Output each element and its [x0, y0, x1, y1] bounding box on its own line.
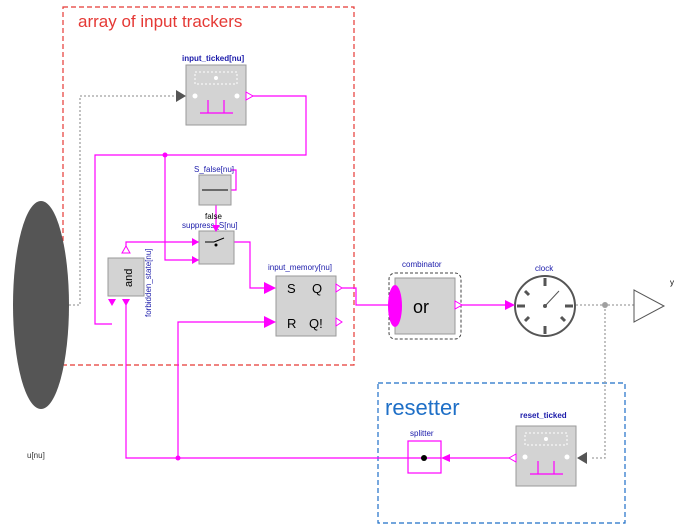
input-ticked-in-arrow — [176, 90, 186, 102]
input-ticked-block[interactable]: input_ticked[nu] — [176, 54, 255, 126]
input-memory-q-arrow — [335, 283, 343, 293]
resetter-title: resetter — [385, 395, 460, 420]
s-false-value: false — [205, 212, 222, 221]
forbidden-state-box — [107, 257, 145, 297]
reset-ticked-port-in — [564, 454, 570, 460]
s-false-block[interactable]: S_false[nu] false — [194, 165, 234, 221]
output-port-label: y — [670, 278, 674, 287]
input-memory-block[interactable]: input_memory[nu] S Q R Q! — [264, 263, 343, 337]
forbidden-state-label: forbidden_state[nu] — [144, 249, 153, 318]
clock-label: clock — [535, 264, 554, 273]
reset-ticked-port-out — [522, 454, 528, 460]
input-memory-port-s: S — [287, 281, 296, 296]
junction-bottom — [175, 455, 181, 461]
reset-ticked-center-dot — [544, 437, 548, 441]
reset-ticked-dotted-frame — [524, 432, 568, 446]
combinator-in-port — [388, 285, 402, 327]
forbidden-state-out-arrow — [121, 244, 131, 254]
input-port-label: u[nu] — [27, 451, 45, 460]
output-junction — [602, 302, 608, 308]
reset-ticked-pulse-icon — [530, 461, 563, 475]
output-port-y[interactable]: y — [633, 278, 674, 323]
suppress-s-switch-pivot — [214, 243, 218, 247]
suppress-s-in-arrow — [192, 238, 199, 246]
splitter-in-arrow — [441, 454, 450, 462]
input-memory-s-arrow — [264, 282, 276, 294]
reset-ticked-label: reset_ticked — [520, 411, 567, 420]
suppress-s-label: suppress_S[nu] — [182, 221, 238, 230]
clock-in-arrow — [505, 300, 515, 310]
input-ticked-pulse-icon — [200, 100, 233, 114]
combinator-out-arrow — [454, 300, 464, 310]
suppress-s-box — [198, 230, 235, 265]
clock-tick-7 — [523, 315, 531, 323]
reset-ticked-block[interactable]: reset_ticked — [507, 411, 587, 487]
combinator-box — [394, 277, 456, 335]
input-memory-qbar-arrow — [335, 317, 343, 327]
resetter-group — [377, 382, 626, 524]
splitter-node — [421, 455, 427, 461]
clock-block[interactable]: clock — [505, 264, 576, 337]
input-memory-r-arrow — [264, 316, 276, 328]
signal-wires — [94, 95, 512, 459]
suppress-s-in2-arrow — [192, 256, 199, 264]
forbidden-state-in2-arrow — [122, 299, 130, 306]
junction-top — [162, 152, 168, 158]
input-memory-port-q: Q — [312, 281, 322, 296]
input-ticked-port-out — [234, 93, 240, 99]
combinator-block[interactable]: combinator or — [388, 260, 464, 340]
clock-center — [543, 304, 547, 308]
input-trackers-group — [62, 6, 355, 366]
input-memory-box — [275, 275, 337, 337]
output-port-triangle — [633, 289, 666, 323]
forbidden-state-block[interactable]: and forbidden_state[nu] — [107, 244, 153, 318]
reset-ticked-in-arrow — [577, 452, 587, 464]
input-ticked-label: input_ticked[nu] — [182, 54, 245, 63]
splitter-block[interactable]: splitter — [407, 429, 450, 474]
suppress-s-ctrl-arrow — [212, 225, 220, 232]
input-port-u[interactable] — [13, 201, 69, 409]
input-memory-label: input_memory[nu] — [268, 263, 332, 272]
input-ticked-port-in — [192, 93, 198, 99]
input-memory-port-qbar: Q! — [309, 316, 323, 331]
reset-ticked-out-arrow — [507, 453, 517, 463]
input-ticked-out-arrow — [245, 91, 255, 101]
forbidden-state-op: and — [123, 269, 135, 287]
combinator-label: combinator — [402, 260, 442, 269]
combinator-op: or — [413, 297, 429, 317]
splitter-label: splitter — [410, 429, 434, 438]
s-false-label: S_false[nu] — [194, 165, 234, 174]
input-ticked-center-dot — [214, 76, 218, 80]
forbidden-state-in1-arrow — [108, 299, 116, 306]
clock-hand — [544, 290, 560, 307]
clock-tick-5 — [559, 315, 567, 323]
suppress-s-block[interactable]: suppress_S[nu] — [182, 221, 238, 265]
input-memory-port-r: R — [287, 316, 296, 331]
clock-tick-11 — [523, 289, 531, 297]
suppress-s-switch-arm — [213, 237, 225, 243]
input-ticked-dotted-frame — [194, 71, 238, 85]
input-trackers-title: array of input trackers — [78, 12, 242, 31]
